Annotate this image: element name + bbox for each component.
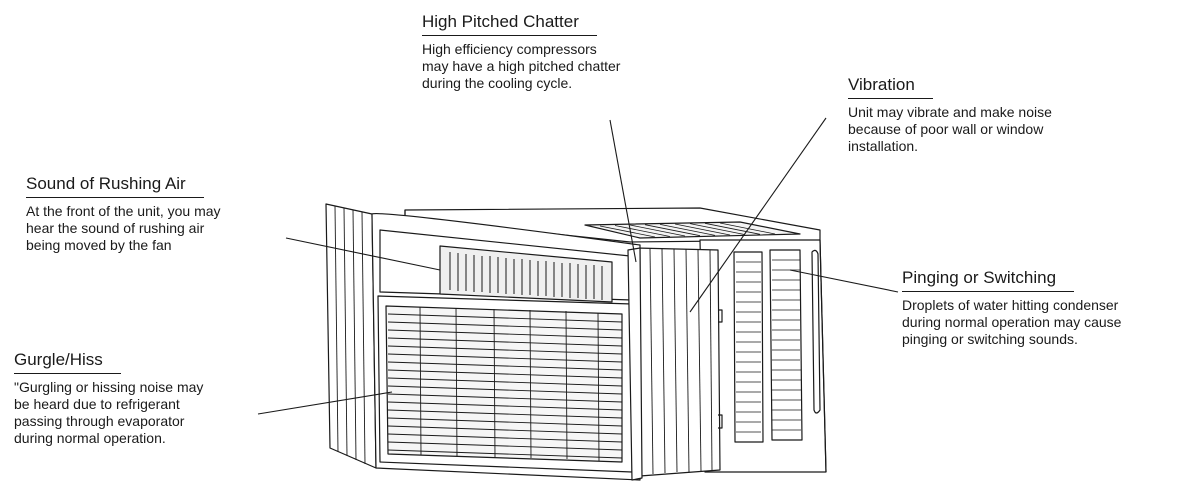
- callout-pinging-or-switching: Pinging or Switching Droplets of water h…: [902, 268, 1182, 348]
- callout-sound-of-rushing-air: Sound of Rushing Air At the front of the…: [26, 174, 316, 254]
- callout-description: Unit may vibrate and make noise because …: [848, 104, 1052, 154]
- callout-title: Sound of Rushing Air: [26, 174, 204, 198]
- callout-vibration: Vibration Unit may vibrate and make nois…: [848, 75, 1148, 155]
- callout-title: Gurgle/Hiss: [14, 350, 121, 374]
- callout-gurgle-hiss: Gurgle/Hiss "Gurgling or hissing noise m…: [14, 350, 294, 447]
- side-slot: [811, 249, 821, 414]
- right-panel-pleats: [649, 248, 713, 475]
- side-louver-right: [769, 249, 803, 441]
- leader-high-pitched-chatter: [609, 119, 637, 263]
- leader-pinging-or-switching: [789, 269, 899, 293]
- callout-description: "Gurgling or hissing noise may be heard …: [14, 379, 204, 446]
- control-vents: [449, 252, 603, 300]
- left-side-panel: [325, 203, 377, 469]
- callout-title: Pinging or Switching: [902, 268, 1075, 292]
- leader-lines: [257, 117, 899, 415]
- front-grille: [385, 305, 623, 463]
- control-bezel: [439, 245, 613, 303]
- callout-description: Droplets of water hitting condenser duri…: [902, 297, 1122, 347]
- callout-title: Vibration: [848, 75, 933, 99]
- callout-description: High efficiency compressors may have a h…: [422, 41, 621, 91]
- right-side-panel: [635, 247, 721, 477]
- front-grille-slats: [387, 313, 623, 459]
- callout-high-pitched-chatter: High Pitched Chatter High efficiency com…: [422, 12, 712, 92]
- side-louver-left: [733, 251, 764, 443]
- leader-vibration: [689, 117, 827, 313]
- top-grille-lines: [599, 222, 776, 238]
- callout-description: At the front of the unit, you may hear t…: [26, 203, 221, 253]
- callout-title: High Pitched Chatter: [422, 12, 597, 36]
- front-grille-dividers: [419, 306, 600, 462]
- leader-sound-of-rushing-air: [285, 237, 441, 271]
- leader-gurgle-hiss: [257, 391, 393, 415]
- corner-post: [627, 247, 643, 481]
